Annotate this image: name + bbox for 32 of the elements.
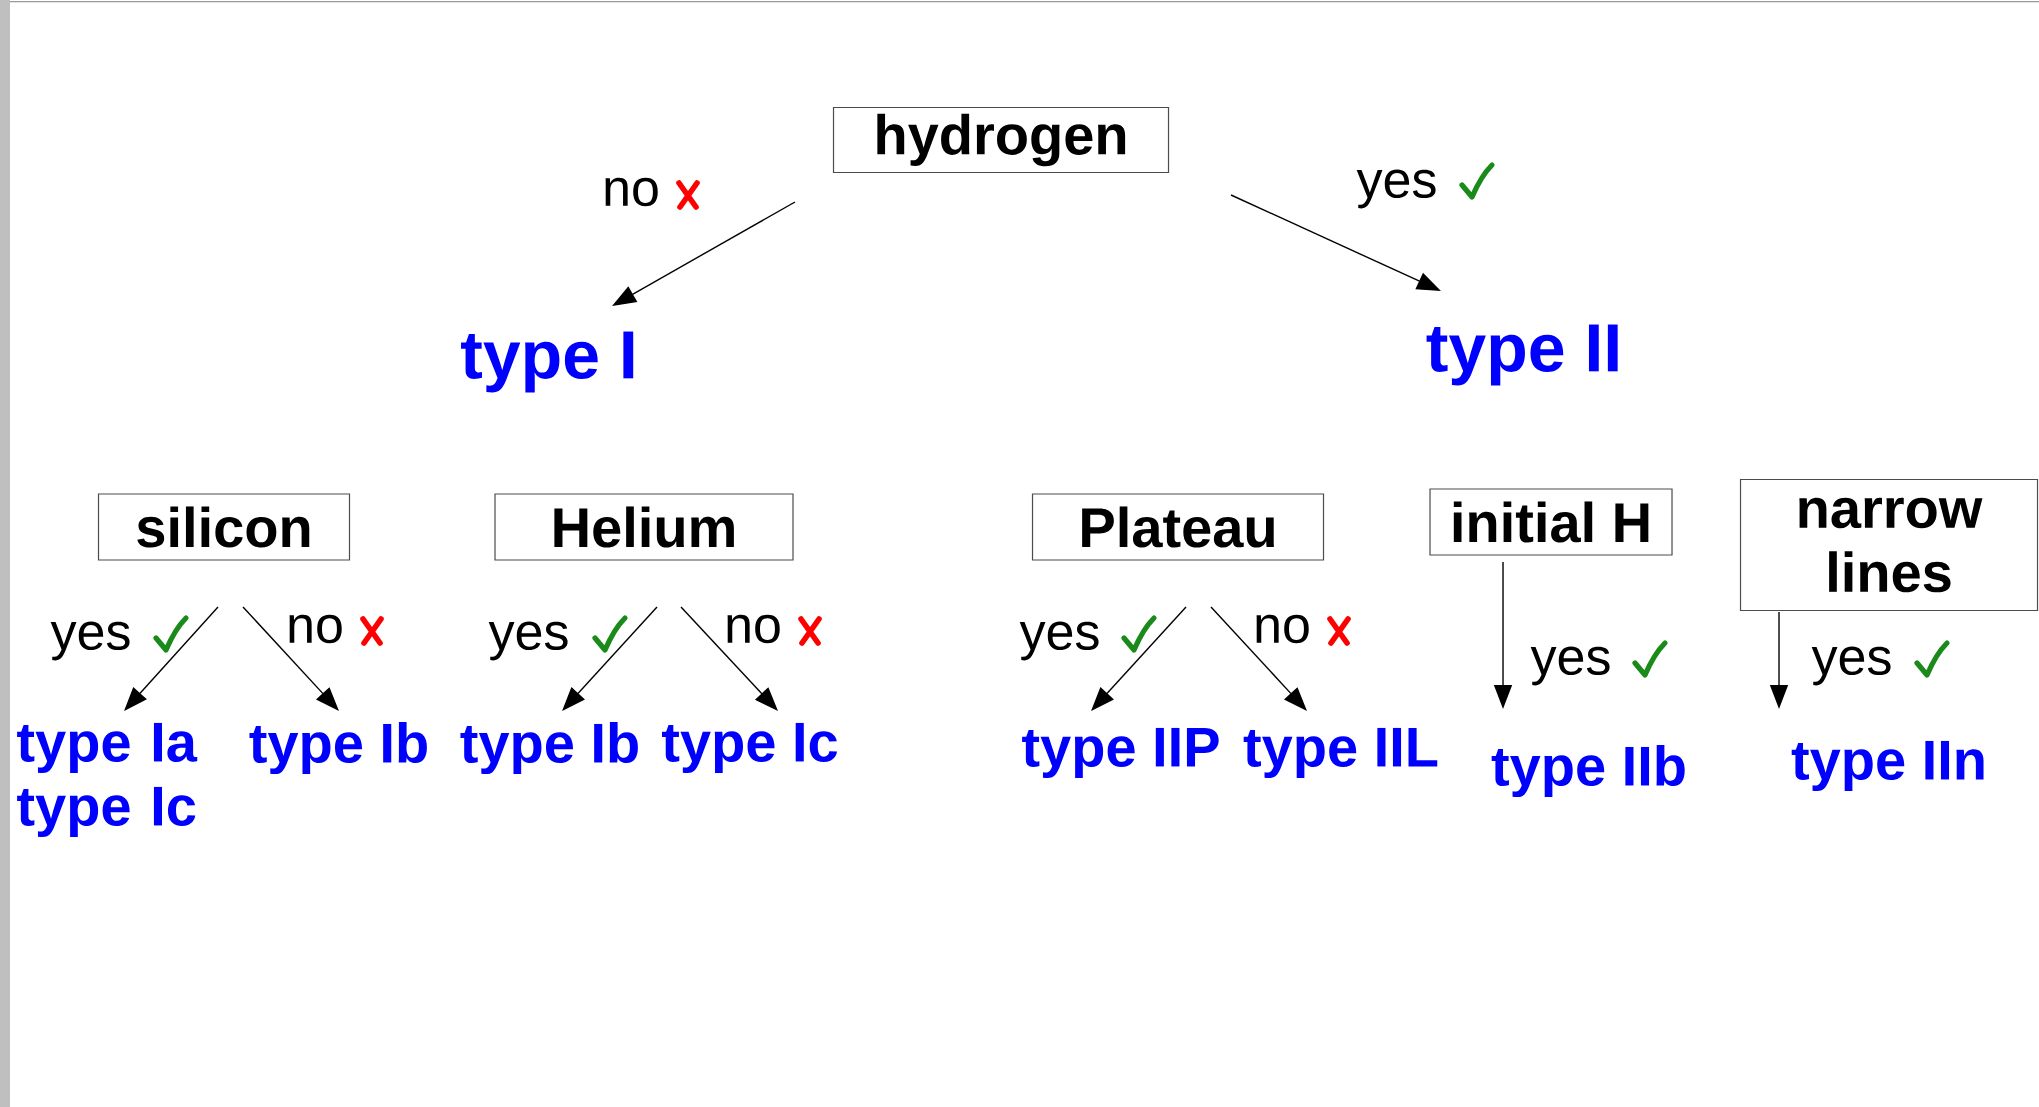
edge-label: yes (1530, 646, 1610, 686)
class-label: type IIL (1243, 727, 1438, 779)
class-label: type II (1426, 324, 1618, 386)
process-box: silicon (97, 493, 351, 561)
edge-label: no (605, 177, 658, 207)
arrow (680, 606, 778, 711)
edge-label: yes (1019, 621, 1099, 661)
edge-label: yes (1356, 169, 1436, 209)
edge-label: no (727, 614, 780, 644)
arrow (1091, 606, 1187, 711)
edge-label: no (1256, 614, 1309, 644)
class-label: type IIn (1791, 740, 1984, 792)
process-box: initial H (1429, 488, 1673, 556)
arrow (242, 606, 339, 711)
class-label: type IIP (1022, 727, 1219, 779)
class-label: type Ic (662, 722, 837, 774)
arrow (124, 606, 219, 711)
edge-label: no (289, 614, 342, 644)
class-label: type IIb (1491, 744, 1685, 798)
edge-label: yes (1811, 646, 1891, 686)
process-box: Helium (494, 493, 794, 561)
process-box: narrow lines (1739, 478, 2039, 612)
class-label: type I (461, 331, 634, 393)
arrow (1210, 606, 1307, 711)
edge-label: yes (488, 621, 568, 661)
edge-label: yes (50, 621, 130, 661)
process-box: Plateau (1031, 493, 1325, 561)
class-label: type Ib (460, 721, 638, 775)
arrow (562, 606, 658, 711)
process-box: hydrogen (832, 106, 1170, 174)
class-label: type Ib (249, 721, 427, 775)
class-label: type Ia type Ic (17, 722, 198, 838)
